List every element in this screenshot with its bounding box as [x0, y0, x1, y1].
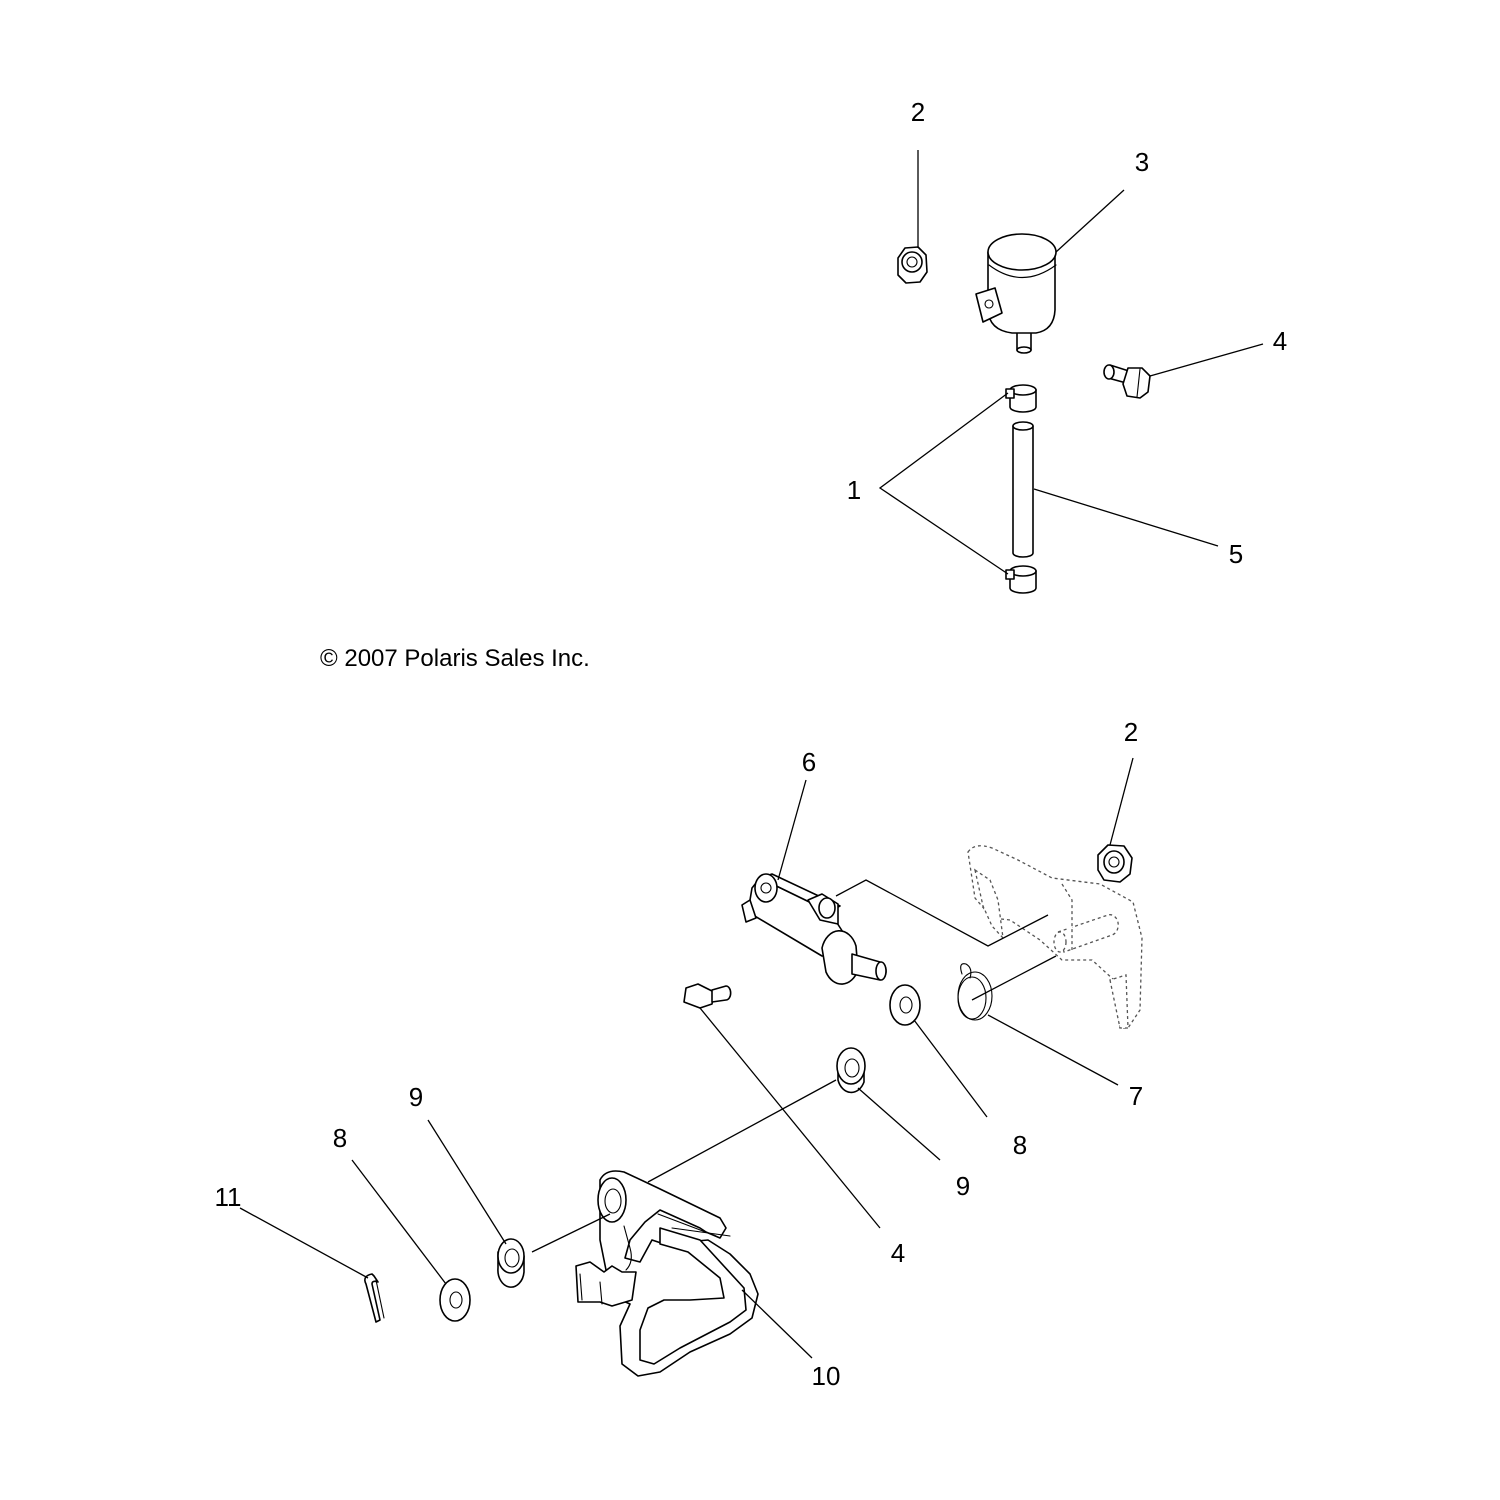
leader-line-1 [878, 392, 1009, 575]
bolt-part-4-bottom [683, 983, 732, 1009]
leader-line-4-top [1149, 343, 1264, 377]
connection-line-7 [971, 955, 1057, 1001]
hex-nut-part-2-bottom [1097, 844, 1133, 883]
fluid-reservoir-part-3 [975, 233, 1057, 354]
return-spring-part-7 [957, 963, 993, 1021]
callout-3: 3 [1135, 147, 1149, 177]
leader-line-7 [987, 1014, 1119, 1086]
callout-2-bottom: 2 [1124, 717, 1138, 747]
leader-line-8-right [913, 1019, 988, 1118]
leader-line-10 [741, 1289, 813, 1359]
connection-line-9-left [531, 1213, 611, 1253]
callout-8-left: 8 [333, 1123, 347, 1153]
copyright-notice: © 2007 Polaris Sales Inc. [320, 645, 590, 672]
master-cylinder-part-6 [741, 873, 887, 985]
callout-1: 1 [847, 475, 861, 505]
callout-5: 5 [1229, 539, 1243, 569]
hose-clamp-part-1-lower [1005, 565, 1037, 594]
reservoir-hose-part-5 [1012, 421, 1034, 558]
hex-nut-part-2-top [897, 246, 928, 284]
leader-line-5 [1033, 488, 1219, 547]
callout-8-right: 8 [1013, 1130, 1027, 1160]
frame-mounting-bracket-ghost [967, 845, 1143, 1029]
callout-2-top: 2 [911, 97, 925, 127]
hose-clamp-part-1-upper [1005, 384, 1037, 413]
bushing-part-9-right [836, 1047, 866, 1094]
leader-line-2-bottom [1109, 757, 1134, 846]
callout-9-right: 9 [956, 1171, 970, 1201]
leader-line-9-left [427, 1119, 507, 1245]
leader-line-9-right [857, 1087, 941, 1161]
bolt-part-4-top [1103, 364, 1151, 399]
connection-line-10 [647, 1079, 837, 1183]
washer-part-8-right [889, 984, 921, 1026]
bushing-part-9-left [497, 1238, 525, 1288]
callout-4-bottom: 4 [891, 1238, 905, 1268]
callout-10: 10 [812, 1361, 841, 1391]
callout-6: 6 [802, 747, 816, 777]
leader-line-3 [1055, 189, 1125, 253]
brake-pedal-part-10 [575, 1170, 759, 1377]
leader-line-8-left [351, 1159, 447, 1285]
connection-line-6 [835, 879, 1049, 947]
washer-part-8-left [439, 1278, 471, 1322]
leader-line-6 [777, 779, 807, 881]
leader-line-11 [239, 1207, 369, 1279]
cotter-pin-part-11 [364, 1273, 385, 1323]
callout-4-top: 4 [1273, 326, 1287, 356]
callout-9-left: 9 [409, 1082, 423, 1112]
callout-7: 7 [1129, 1081, 1143, 1111]
callout-11: 11 [215, 1182, 242, 1212]
leader-line-4-bottom [699, 1007, 881, 1229]
